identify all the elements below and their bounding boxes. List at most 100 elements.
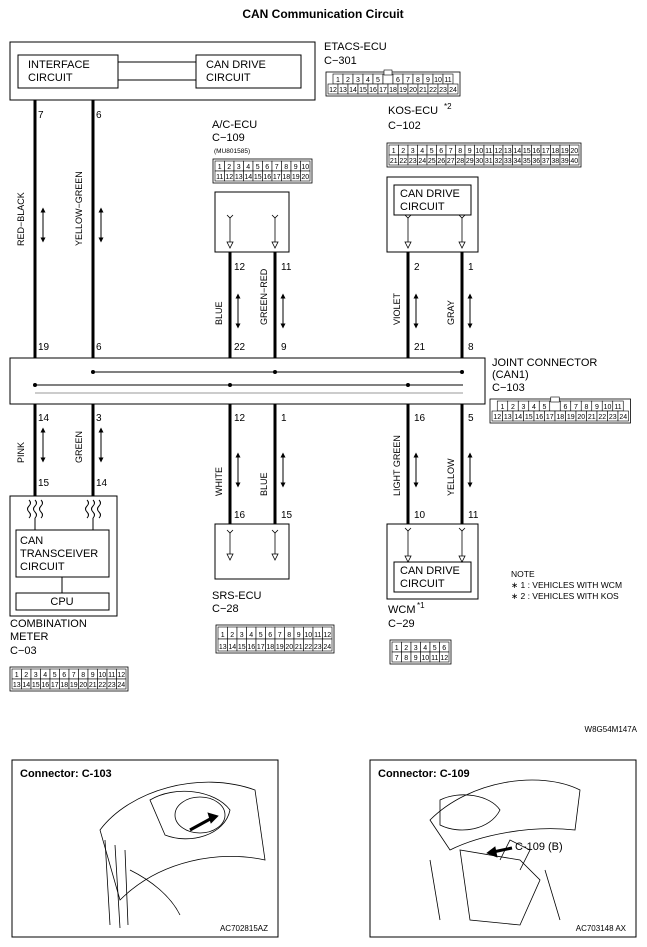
pin-number: 40	[570, 158, 578, 165]
acecu-conn: C−109	[212, 132, 245, 144]
pin-number: 12	[493, 414, 501, 421]
contact-terminal	[404, 555, 412, 563]
pin-number: 20	[285, 644, 293, 651]
pin-number: 23	[409, 158, 417, 165]
photo2-code: AC703148 AX	[576, 924, 627, 933]
l4-bot-pin: 15	[281, 510, 293, 521]
contact-terminal	[271, 241, 279, 249]
pin-number: 31	[485, 158, 493, 165]
pin-number: 6	[62, 672, 66, 679]
pin-number: 9	[297, 632, 301, 639]
pin-number: 2	[511, 404, 515, 411]
w6-color: GRAY	[446, 300, 456, 325]
pin-number: 13	[339, 87, 347, 94]
pin-number: 24	[418, 158, 426, 165]
pin-cell	[322, 638, 333, 652]
pin-number: 16	[263, 174, 271, 181]
contact-terminal	[458, 555, 466, 563]
pin-number: 2	[230, 632, 234, 639]
w3-top-pin: 12	[234, 262, 246, 273]
pin-number: 11	[444, 77, 451, 84]
pin-number: 11	[314, 632, 321, 639]
pin-number: 9	[414, 655, 418, 662]
w2-color: YELLOW−GREEN	[74, 171, 84, 246]
pin-number: 15	[525, 414, 533, 421]
pin-number: 9	[595, 404, 599, 411]
pin-number: 20	[301, 174, 309, 181]
pin-number: 13	[13, 682, 21, 689]
pin-number: 6	[439, 148, 443, 155]
pin-number: 5	[430, 148, 434, 155]
pin-number: 35	[523, 158, 531, 165]
pin-number: 5	[259, 632, 263, 639]
w5-color: VIOLET	[392, 292, 402, 325]
l3-color: WHITE	[214, 467, 224, 496]
pin-number: 2	[24, 672, 28, 679]
pin-number: 3	[522, 404, 526, 411]
photo-panel-c103: Connector: C-103 AC702815AZ	[11, 759, 279, 938]
l5-bot-pin: 10	[414, 510, 426, 521]
l6-bot-pin: 11	[468, 510, 479, 521]
pin-number: 12	[323, 632, 331, 639]
pin-number: 24	[449, 87, 457, 94]
pin-number: 16	[41, 682, 49, 689]
pin-number: 17	[257, 644, 265, 651]
w1-color: RED−BLACK	[16, 192, 26, 246]
photo1-title: Connector: C-103	[20, 768, 112, 780]
pin-number: 4	[532, 404, 536, 411]
meter-block: CAN TRANSCEIVER CIRCUIT CPU	[9, 495, 118, 617]
pin-number: 5	[256, 164, 260, 171]
pin-number: 1	[392, 148, 396, 155]
etacs-conn: C−301	[324, 55, 357, 67]
contact-symbol	[226, 214, 234, 219]
pin-number: 7	[406, 77, 410, 84]
pin-number: 38	[551, 158, 559, 165]
diagram-code: W8G54M147A	[585, 725, 638, 734]
pin-number: 8	[284, 164, 288, 171]
w4-color: GREEN−RED	[259, 268, 269, 325]
l4-color: BLUE	[259, 472, 269, 496]
photo1-code: AC702815AZ	[220, 924, 268, 933]
meter-name-line2: METER	[10, 631, 49, 643]
joint-conn: C−103	[492, 382, 525, 394]
pin-number: 26	[437, 158, 445, 165]
l2-top-pin: 3	[96, 413, 102, 424]
pin-number: 5	[53, 672, 57, 679]
pin-number: 1	[221, 632, 225, 639]
srs-block	[214, 523, 290, 580]
w2-top-pin: 6	[96, 110, 102, 121]
diagram-title: CAN Communication Circuit	[242, 7, 403, 21]
pin-number: 8	[287, 632, 291, 639]
contact-terminal	[458, 241, 466, 249]
pin-number: 13	[219, 644, 227, 651]
pin-number: 2	[227, 164, 231, 171]
photo2-title: Connector: C-109	[378, 768, 470, 780]
wcm-name: WCM	[388, 604, 416, 616]
pin-number: 14	[244, 174, 252, 181]
pin-number: 12	[440, 655, 448, 662]
pin-number: 20	[409, 87, 417, 94]
pin-number: 10	[604, 404, 612, 411]
pin-number: 18	[551, 148, 559, 155]
dashboard-sketch-1	[99, 781, 266, 929]
acecu-block	[214, 191, 290, 253]
note-line1: ∗ 1 : VEHICLES WITH WCM	[511, 580, 622, 590]
etacs-interface-line2: CIRCUIT	[28, 72, 73, 84]
pin-number: 6	[396, 77, 400, 84]
pin-number: 18	[282, 174, 290, 181]
pin-number: 6	[265, 164, 269, 171]
pin-number: 36	[532, 158, 540, 165]
latch-tab	[550, 396, 560, 403]
pin-number: 16	[369, 87, 377, 94]
kosecu-conn: C−102	[388, 120, 421, 132]
pin-number: 30	[475, 158, 483, 165]
lower-wire-labels: 14 15 3 14 12 16 1 15 16 10 5 11 PINK GR…	[16, 413, 479, 521]
pin-number: 7	[449, 148, 453, 155]
pin-number: 39	[561, 158, 569, 165]
dashboard-sketch-2	[429, 779, 581, 926]
pin-number: 27	[447, 158, 455, 165]
pin-cell	[447, 83, 459, 95]
